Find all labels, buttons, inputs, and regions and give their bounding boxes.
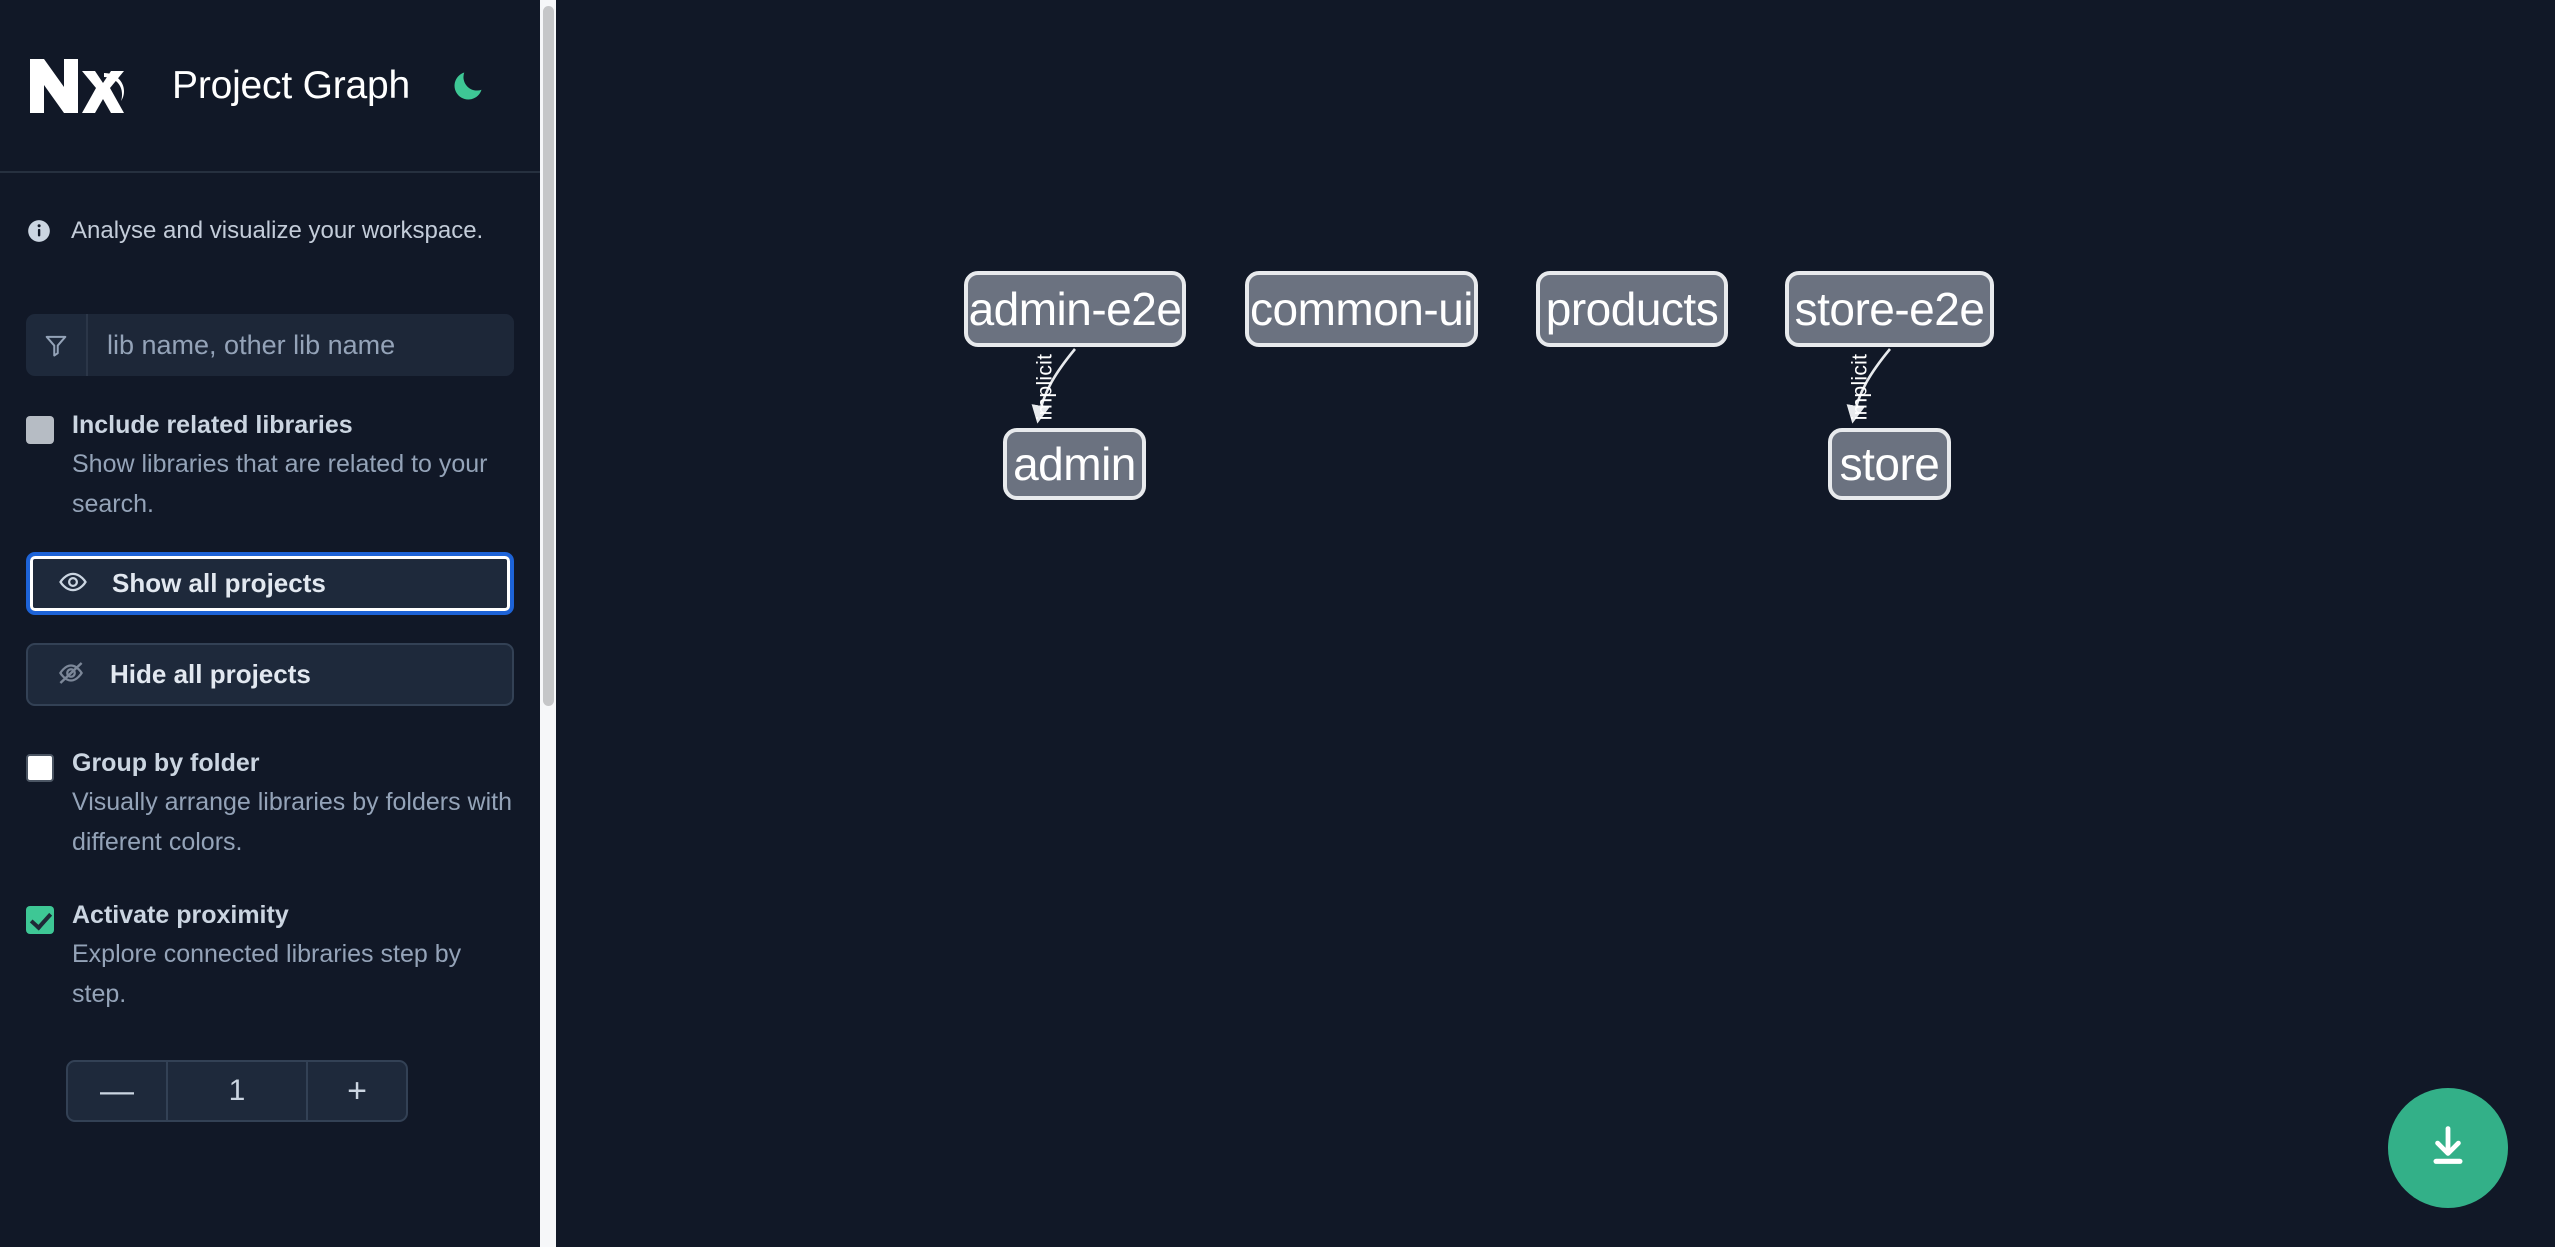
activate-proximity-label: Activate proximity xyxy=(72,901,289,929)
sidebar-header: Project Graph xyxy=(0,0,540,173)
moon-icon[interactable] xyxy=(446,64,490,108)
graph-node-admin-e2e[interactable]: admin-e2e xyxy=(964,271,1186,347)
tagline: Analyse and visualize your workspace. xyxy=(26,173,514,265)
eye-slash-icon xyxy=(56,658,86,691)
show-all-projects-label: Show all projects xyxy=(112,568,326,598)
tagline-text: Analyse and visualize your workspace. xyxy=(71,217,484,244)
info-icon xyxy=(26,218,52,244)
page-title: Project Graph xyxy=(172,63,411,107)
group-by-folder-label: Group by folder xyxy=(72,749,260,777)
option-group-by-folder[interactable]: Group by folder Visually arrange librari… xyxy=(26,748,514,862)
hide-all-projects-button[interactable]: Hide all projects xyxy=(26,643,514,706)
proximity-stepper[interactable]: — 1 + xyxy=(66,1060,408,1122)
option-include-related-libraries[interactable]: Include related libraries Show libraries… xyxy=(26,410,514,524)
graph-node-store-e2e[interactable]: store-e2e xyxy=(1785,271,1994,347)
edge-label-admin-e2e-to-admin: implicit xyxy=(1033,353,1057,421)
hide-all-projects-label: Hide all projects xyxy=(110,659,311,689)
search-bar[interactable] xyxy=(26,314,514,376)
sidebar-scrollbar-track[interactable] xyxy=(540,0,556,1247)
include-related-libraries-checkbox[interactable] xyxy=(26,416,54,444)
activate-proximity-checkbox[interactable] xyxy=(26,906,54,934)
sidebar-content: Project Graph Analy xyxy=(0,0,540,1247)
sidebar-scrollbar-thumb[interactable] xyxy=(543,6,554,706)
sidebar: Project Graph Analy xyxy=(0,0,556,1247)
sidebar-body: Analyse and visualize your workspace. In… xyxy=(0,173,540,1122)
graph-node-common-ui[interactable]: common-ui xyxy=(1245,271,1478,347)
filter-icon xyxy=(26,314,88,376)
download-icon xyxy=(2422,1121,2474,1176)
proximity-decrement-button[interactable]: — xyxy=(68,1062,168,1120)
option-activate-proximity[interactable]: Activate proximity Explore connected lib… xyxy=(26,900,514,1014)
group-by-folder-checkbox[interactable] xyxy=(26,754,54,782)
nx-logo-icon xyxy=(26,55,130,117)
include-related-libraries-label: Include related libraries xyxy=(72,411,353,439)
proximity-value: 1 xyxy=(228,1074,246,1107)
include-related-libraries-description: Show libraries that are related to your … xyxy=(72,450,488,518)
graph-node-admin[interactable]: admin xyxy=(1003,428,1146,500)
graph-edge-layer xyxy=(1031,348,1892,424)
graph-node-products[interactable]: products xyxy=(1536,271,1728,347)
show-all-projects-button[interactable]: Show all projects xyxy=(26,552,514,615)
download-graph-button[interactable] xyxy=(2388,1088,2508,1208)
eye-icon xyxy=(58,567,88,600)
proximity-increment-button[interactable]: + xyxy=(306,1062,406,1120)
graph-node-store[interactable]: store xyxy=(1828,428,1951,500)
group-by-folder-description: Visually arrange libraries by folders wi… xyxy=(72,788,513,856)
search-input[interactable] xyxy=(88,314,514,376)
activate-proximity-description: Explore connected libraries step by step… xyxy=(72,940,462,1008)
edge-label-store-e2e-to-store: implicit xyxy=(1848,353,1872,421)
graph-canvas[interactable]: implicit implicit admin-e2e common-ui pr… xyxy=(556,0,2555,1247)
